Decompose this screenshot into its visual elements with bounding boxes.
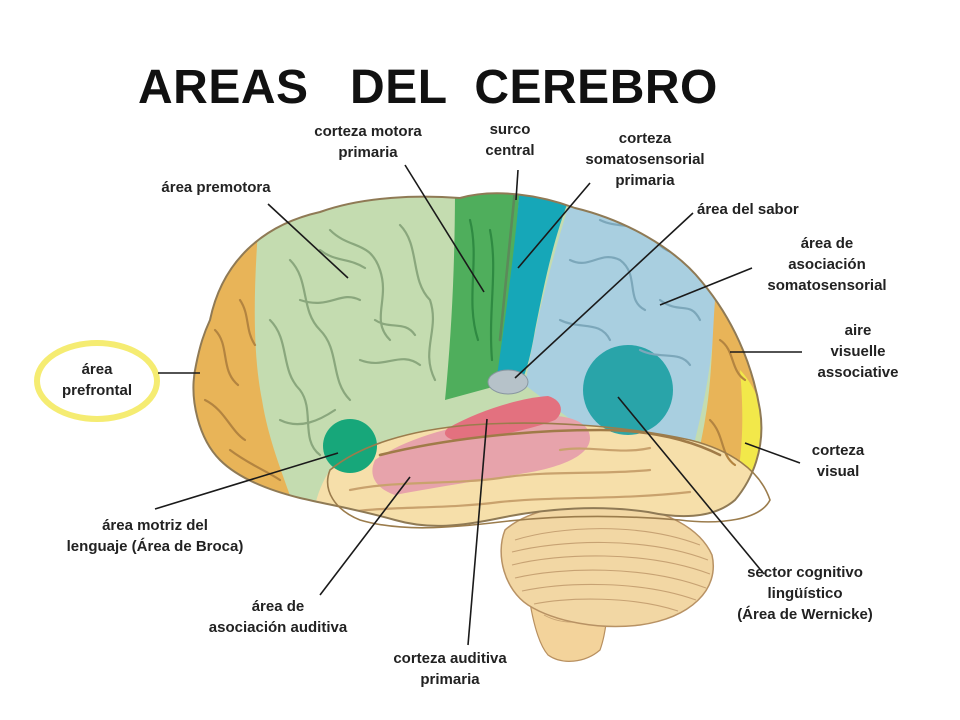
label-line: área motriz del	[102, 517, 208, 534]
label-line: asociación auditiva	[208, 619, 348, 636]
label-primary-auditory-cortex: corteza auditiva primaria	[360, 648, 540, 690]
page-title: AREAS DEL CEREBRO	[138, 61, 718, 114]
label-line: primaria	[615, 172, 675, 189]
label-line: corteza auditiva	[393, 650, 507, 667]
cerebrum-outline	[192, 192, 763, 527]
label-wernicke-area: sector cognitivo lingüístico (Área de We…	[700, 562, 910, 625]
prefrontal-highlight-ring	[34, 340, 160, 422]
label-broca-area: área motriz del lenguaje (Área de Broca)	[38, 515, 272, 557]
label-line: somatosensorial	[585, 151, 705, 168]
label-line: sector cognitivo	[747, 564, 863, 581]
label-line: aire	[844, 322, 872, 339]
label-auditory-association-area: área de asociación auditiva	[172, 596, 384, 638]
label-line: prefrontal	[61, 382, 132, 399]
label-line: corteza	[618, 130, 672, 147]
label-somatosensory-association-area: área de asociación somatosensorial	[742, 233, 912, 296]
label-visual-association-area: aire visuelle associative	[800, 320, 916, 383]
label-line: visuelle	[830, 343, 886, 360]
cerebrum-regions	[193, 193, 762, 526]
leader-lines	[154, 164, 802, 646]
label-line: surco	[489, 121, 531, 138]
cerebellum	[500, 503, 714, 628]
label-line: lingüístico	[767, 585, 843, 602]
label-line: primaria	[338, 144, 398, 161]
label-line: (Área de Wernicke)	[737, 606, 873, 623]
label-line: corteza	[811, 442, 865, 459]
label-line: área de	[800, 235, 854, 252]
label-line: lenguaje (Área de Broca)	[66, 538, 244, 555]
label-line: área del sabor	[697, 201, 799, 218]
label-central-sulcus: surco central	[470, 119, 550, 161]
label-line: somatosensorial	[767, 277, 887, 294]
label-line: central	[485, 142, 535, 159]
label-line: área premotora	[161, 179, 271, 196]
label-line: área	[81, 361, 113, 378]
label-primary-motor-cortex: corteza motora primaria	[278, 121, 458, 163]
label-visual-cortex: corteza visual	[796, 440, 880, 482]
label-line: primaria	[420, 671, 480, 688]
label-line: área de	[251, 598, 305, 615]
label-line: corteza motora	[314, 123, 422, 140]
label-primary-somatosensory-cortex: corteza somatosensorial primaria	[555, 128, 735, 191]
temporal-outline	[326, 422, 771, 529]
label-premotor-area: área premotora	[136, 177, 296, 198]
label-taste-area: área del sabor	[697, 199, 847, 220]
label-line: asociación	[788, 256, 866, 273]
label-prefrontal-area: área prefrontal	[42, 359, 152, 401]
label-line: visual	[816, 463, 860, 480]
label-line: associative	[817, 364, 899, 381]
